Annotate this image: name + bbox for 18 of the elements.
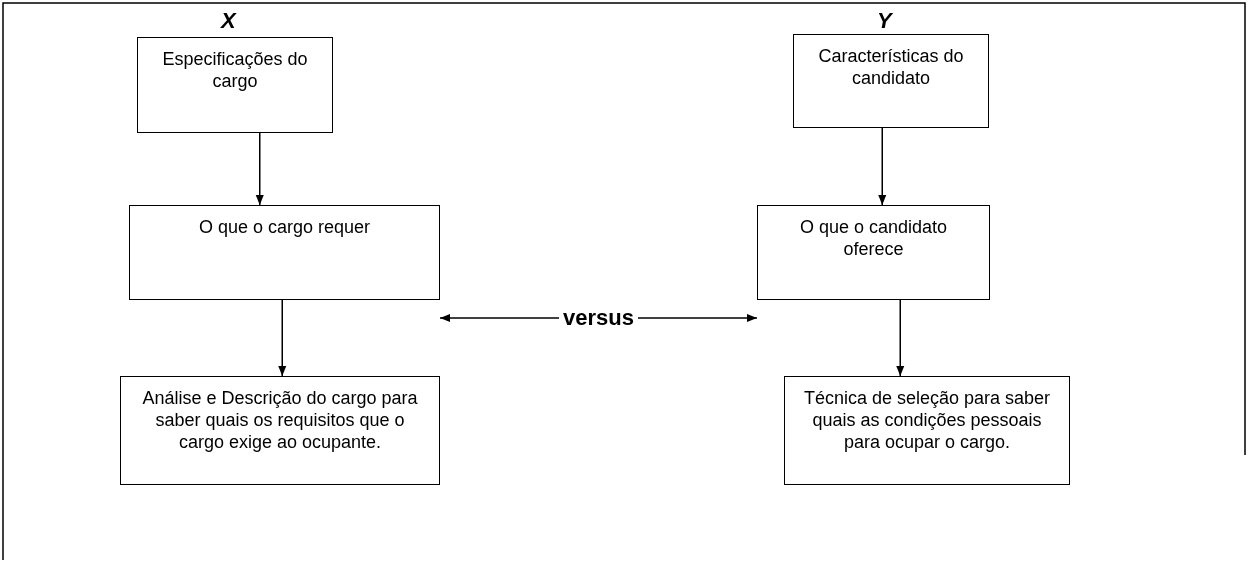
box-text: Análise e Descrição do cargo para saber quais os requisitos que o cargo exige ao ocupante. — [141, 387, 419, 453]
process-box — [793, 34, 989, 128]
process-box — [784, 376, 1070, 485]
process-box — [137, 37, 333, 133]
process-box — [120, 376, 440, 485]
box-text: Características do candidato — [817, 45, 965, 89]
arrow — [278, 299, 287, 377]
column-heading: Y — [877, 8, 892, 34]
box-text: O que o candidato oferece — [798, 216, 949, 260]
arrow — [878, 127, 887, 206]
box-text: Técnica de seleção para saber quais as condições pessoais para ocupar o cargo. — [802, 387, 1052, 453]
process-box — [757, 205, 990, 300]
process-box — [129, 205, 440, 300]
box-text: O que o cargo requer — [197, 216, 372, 238]
arrow — [896, 299, 905, 377]
column-heading: X — [221, 8, 236, 34]
box-text: Especificações do cargo — [161, 48, 309, 92]
arrow — [255, 132, 264, 206]
